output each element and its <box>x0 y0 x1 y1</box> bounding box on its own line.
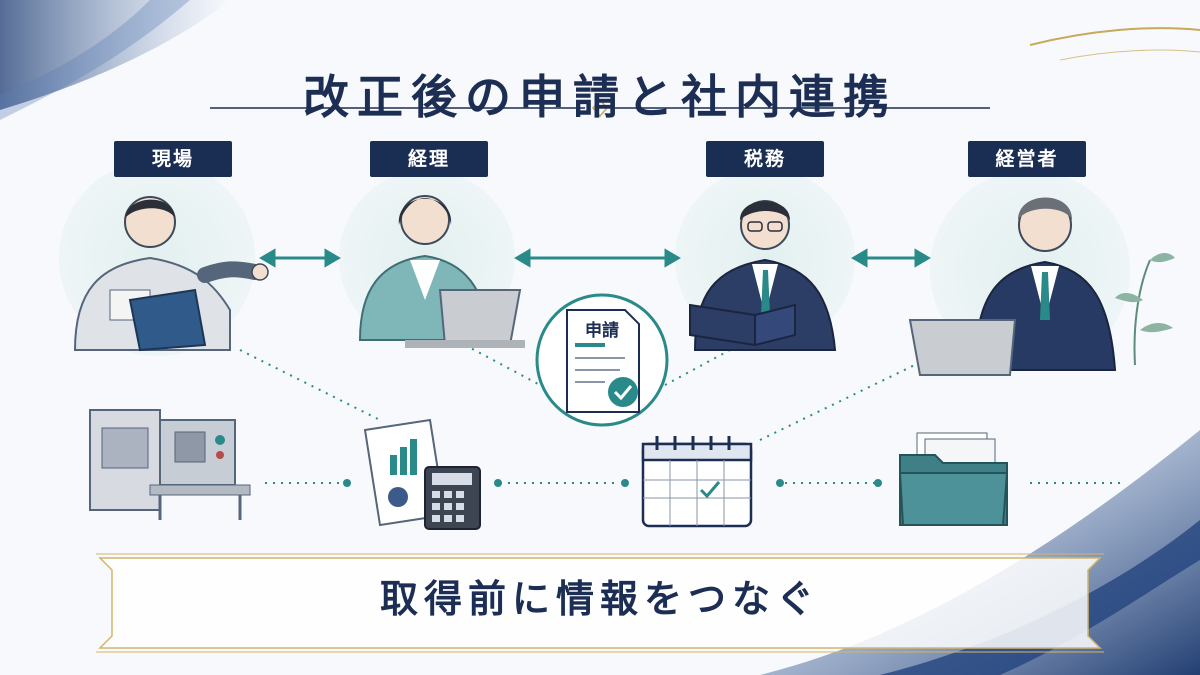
factory-worker-with-clipboard-icon <box>73 196 269 352</box>
role-label-genba: 現場 <box>114 141 232 177</box>
slide-title: 改正後の申請と社内連携 <box>303 69 897 124</box>
calendar-with-check-icon <box>641 436 753 528</box>
banner-message: 取得前に情報をつなぐ <box>379 576 820 621</box>
accountant-with-laptop-icon <box>358 195 525 348</box>
financial-report-and-calculator-icon <box>363 418 481 530</box>
document-label: 申請 <box>585 321 619 341</box>
role-label-keieisha: 経営者 <box>968 141 1086 177</box>
tax-advisor-with-notebook-icon <box>689 200 837 351</box>
document-folder-icon <box>898 432 1009 526</box>
executive-with-laptop-icon <box>908 197 1175 376</box>
machine-equipment-icon <box>89 409 251 520</box>
application-document-with-check-icon <box>535 293 669 427</box>
role-label-keiri: 経理 <box>370 141 488 177</box>
role-label-zeimu: 税務 <box>706 141 824 177</box>
